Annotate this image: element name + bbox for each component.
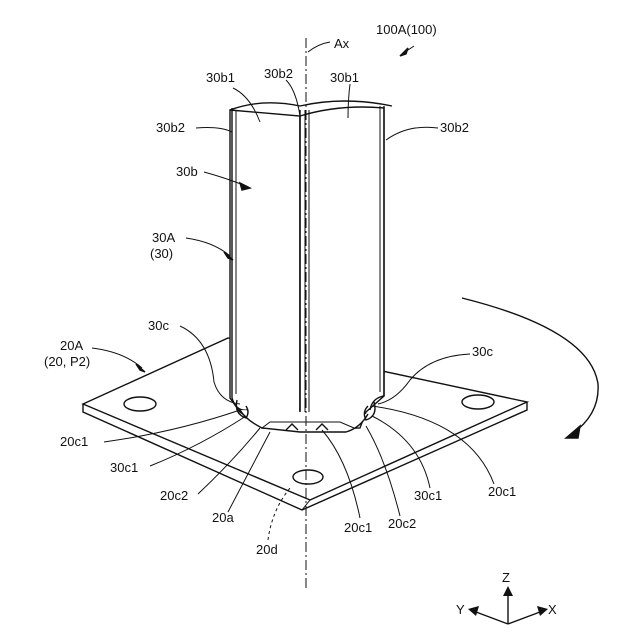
leader-30b2-left xyxy=(196,128,232,133)
label-20A: 20A xyxy=(60,338,83,353)
z-axis-head xyxy=(503,586,513,596)
axis-leader xyxy=(308,42,330,52)
column xyxy=(230,101,392,432)
x-axis-line xyxy=(508,612,540,624)
label-30A-sub: (30) xyxy=(150,246,173,261)
label-30c-left: 30c xyxy=(148,318,169,333)
label-20c1-left: 20c1 xyxy=(60,434,88,449)
label-20d: 20d xyxy=(256,542,278,557)
label-20A-sub: (20, P2) xyxy=(44,354,90,369)
leader-30b2-right xyxy=(386,127,438,140)
leader-20A xyxy=(92,348,142,368)
column-left-face xyxy=(230,110,300,430)
coordinate-axes xyxy=(468,586,548,624)
rotation-arrow-head xyxy=(566,426,580,438)
label-20c1-bottom: 20c1 xyxy=(344,520,372,535)
label-30b: 30b xyxy=(176,164,198,179)
leader-20A-head xyxy=(136,364,145,372)
column-right-face xyxy=(300,107,384,430)
y-axis-head xyxy=(468,606,479,616)
label-30c1-right: 30c1 xyxy=(414,488,442,503)
label-20c2-left: 20c2 xyxy=(160,488,188,503)
label-30b1-left: 30b1 xyxy=(206,70,235,85)
label-30b1-right: 30b1 xyxy=(330,70,359,85)
label-100A: 100A(100) xyxy=(376,22,437,37)
label-20a: 20a xyxy=(212,510,234,525)
label-20c2-right: 20c2 xyxy=(388,516,416,531)
label-30b2-left: 30b2 xyxy=(156,120,185,135)
label-axis-y: Y xyxy=(456,602,465,617)
label-20c1-right: 20c1 xyxy=(488,484,516,499)
leader-30A xyxy=(186,238,230,256)
label-30b2-top: 30b2 xyxy=(264,66,293,81)
label-axis: Ax xyxy=(334,36,350,51)
label-30A: 30A xyxy=(152,230,175,245)
y-axis-line xyxy=(476,612,508,624)
label-axis-z: Z xyxy=(502,570,510,585)
label-30b2-right: 30b2 xyxy=(440,120,469,135)
label-30c1-left: 30c1 xyxy=(110,460,138,475)
label-axis-x: X xyxy=(548,602,557,617)
leader-30b2-top xyxy=(286,80,300,116)
x-axis-head xyxy=(537,606,548,616)
label-30c-right: 30c xyxy=(472,344,493,359)
leader-100A-head xyxy=(400,48,408,56)
